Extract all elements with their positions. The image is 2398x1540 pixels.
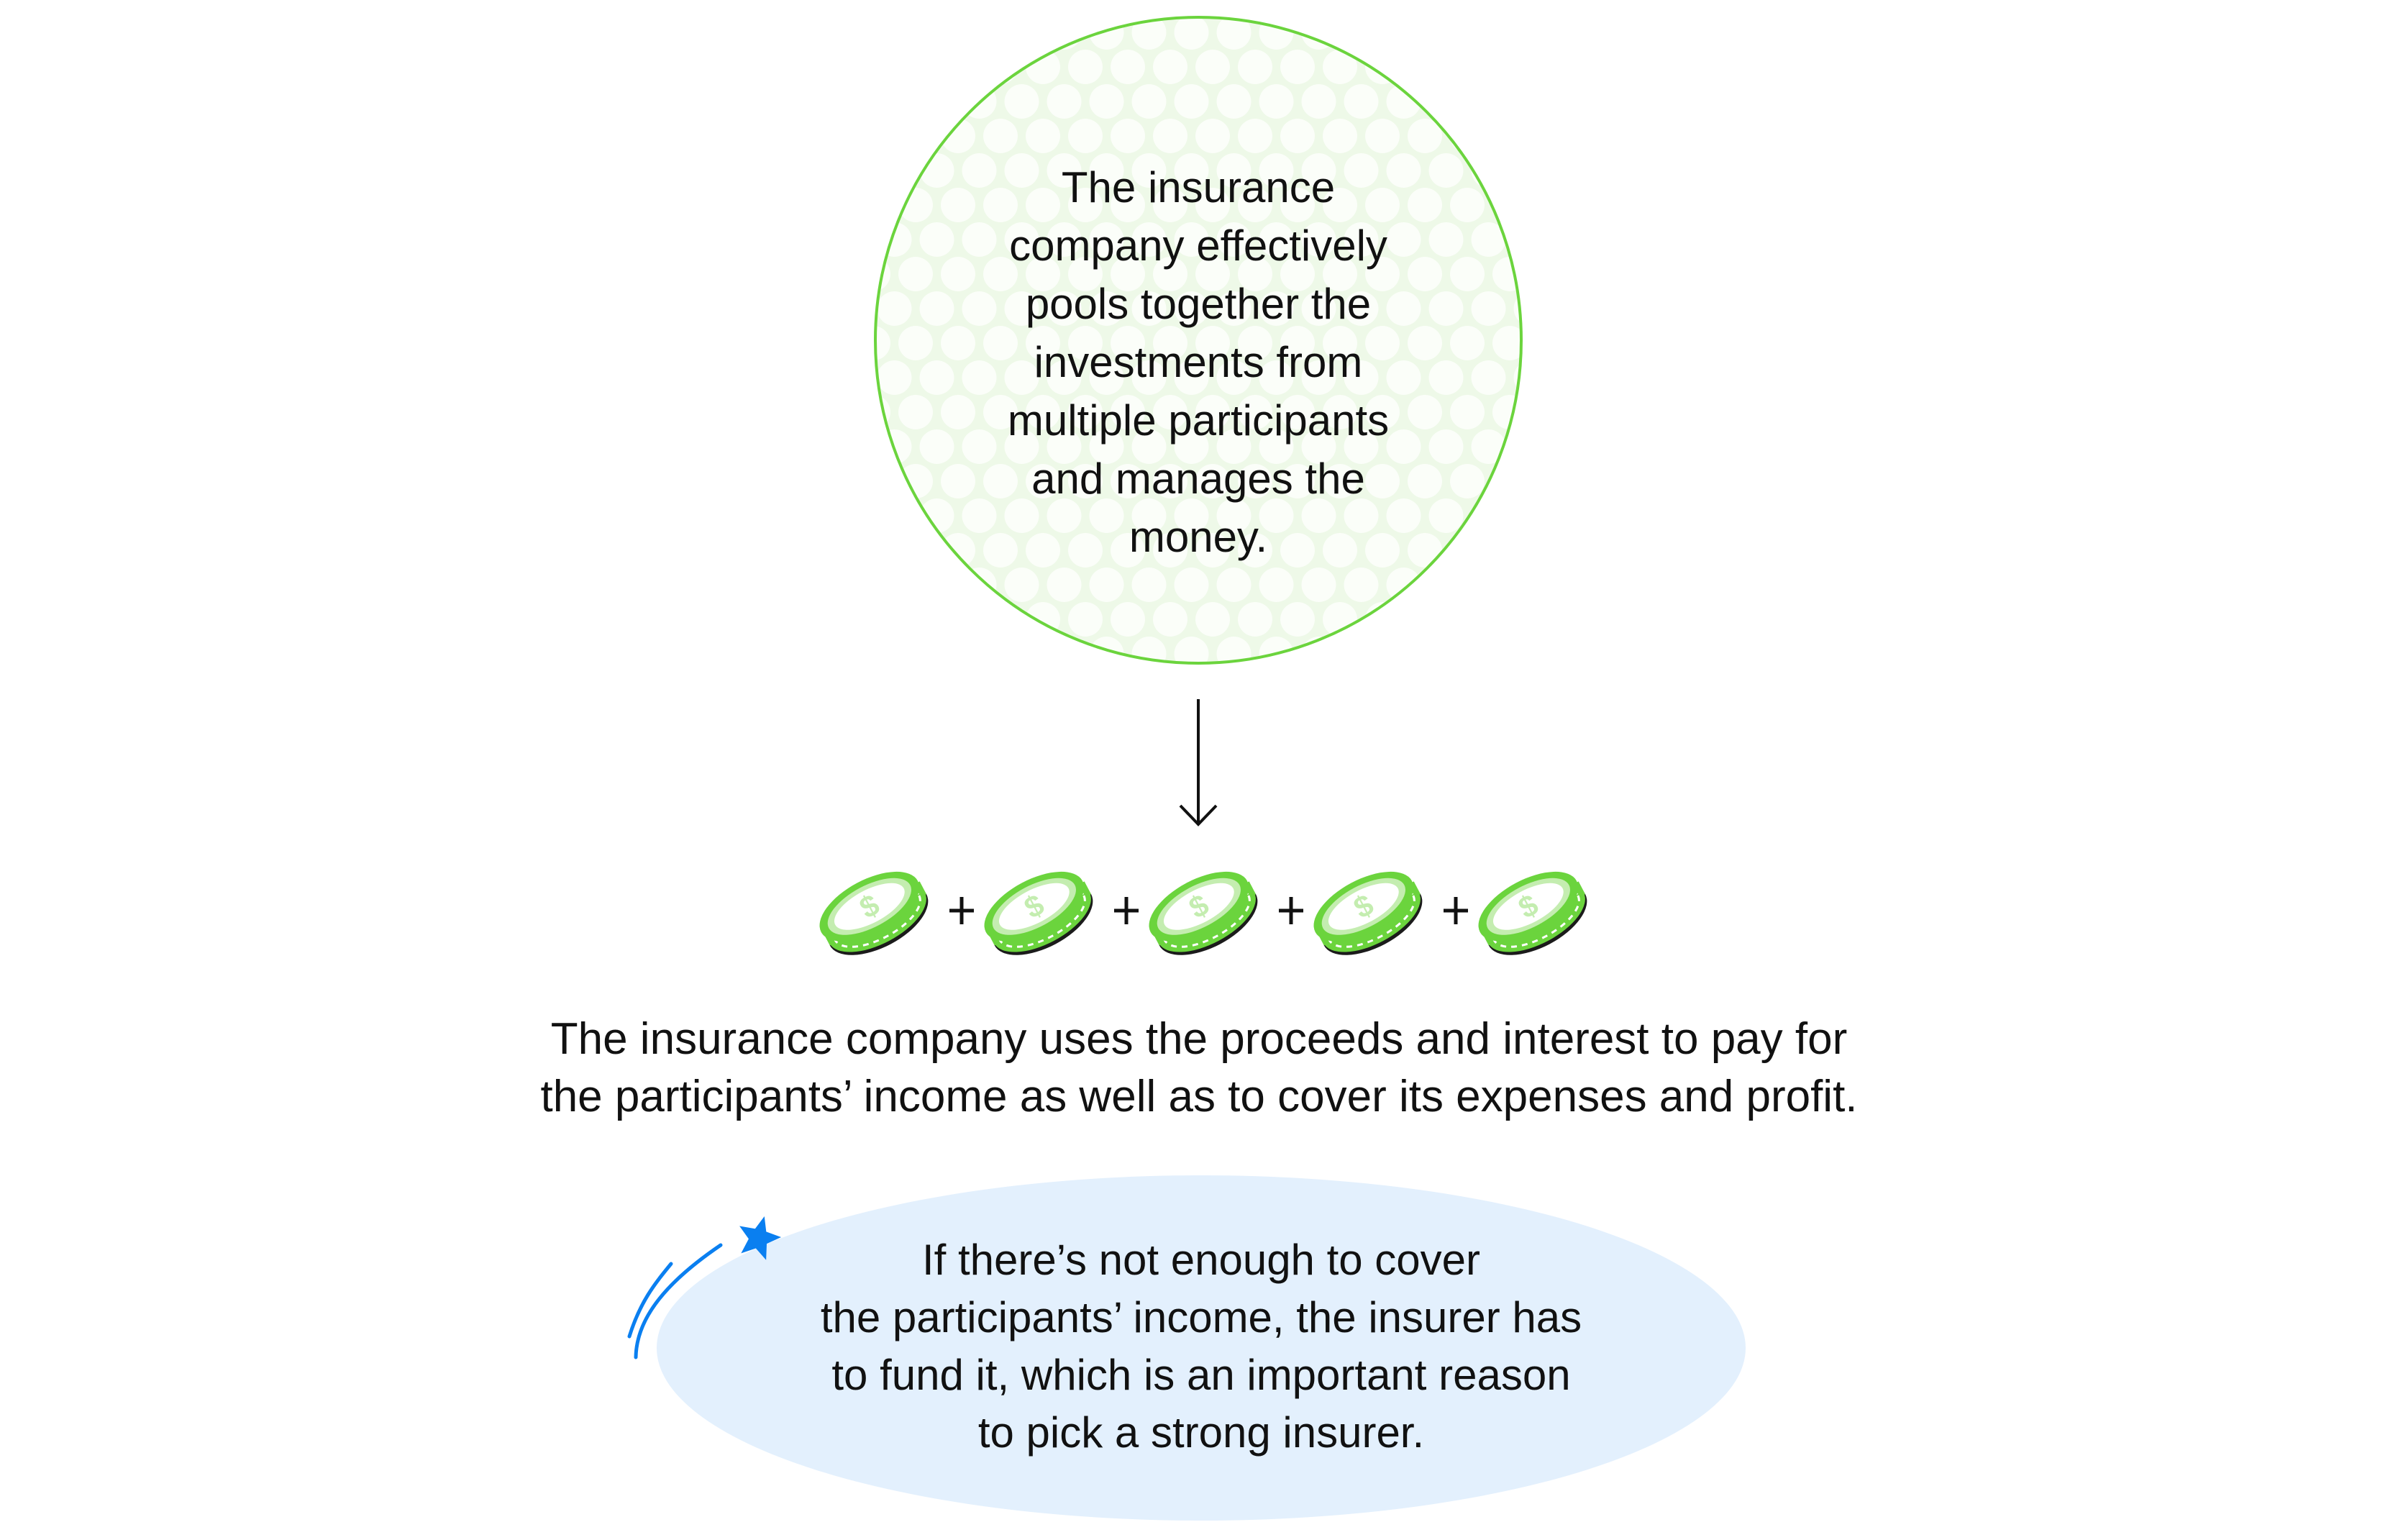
pool-line: and manages the xyxy=(1031,455,1365,503)
dollar-coin-icon: $ xyxy=(819,871,929,955)
summary-line: The insurance company uses the proceeds … xyxy=(550,1014,1848,1064)
pool-line: investments from xyxy=(1034,338,1363,386)
arrow-down-icon xyxy=(1179,699,1218,826)
pool-line: multiple participants xyxy=(1007,396,1390,445)
dollar-coin-icon: $ xyxy=(1313,871,1423,955)
note-line: If there’s not enough to cover xyxy=(921,1236,1481,1284)
pool-line: company effectively xyxy=(1009,222,1387,270)
summary-paragraph: The insurance company uses the proceeds … xyxy=(403,1011,1995,1126)
pool-circle-fill xyxy=(875,17,1521,663)
pool-line: The insurance xyxy=(1061,163,1336,211)
note-line: the participants’ income, the insurer ha… xyxy=(820,1293,1582,1341)
note-line: to pick a strong insurer. xyxy=(977,1408,1425,1457)
note-text: If there’s not enough to cover the parti… xyxy=(734,1231,1669,1462)
plus-operator xyxy=(944,888,980,931)
dollar-coin-icon: $ xyxy=(1478,871,1587,955)
pool-line: money. xyxy=(1129,513,1268,561)
dollar-coin-icon: $ xyxy=(984,871,1093,955)
plus-operator xyxy=(1273,888,1309,931)
pool-circle-border xyxy=(874,16,1523,665)
motion-streak-icon xyxy=(627,1243,723,1359)
note-bubble-fill xyxy=(657,1175,1746,1521)
dollar-coin-icon: $ xyxy=(1149,871,1258,955)
pool-description: The insurance company effectively pools … xyxy=(911,158,1486,566)
note-line: to fund it, which is an important reason xyxy=(831,1351,1571,1399)
pool-line: pools together the xyxy=(1025,280,1372,328)
sparkle-star-icon xyxy=(739,1216,782,1260)
coins-row: $ $ $ $ $ xyxy=(806,860,1597,967)
summary-line: the participants’ income as well as to c… xyxy=(540,1072,1858,1121)
pool-circle xyxy=(874,16,1523,665)
note-bubble xyxy=(627,1175,1746,1521)
plus-operator xyxy=(1108,888,1144,931)
plus-operator xyxy=(1438,888,1474,931)
